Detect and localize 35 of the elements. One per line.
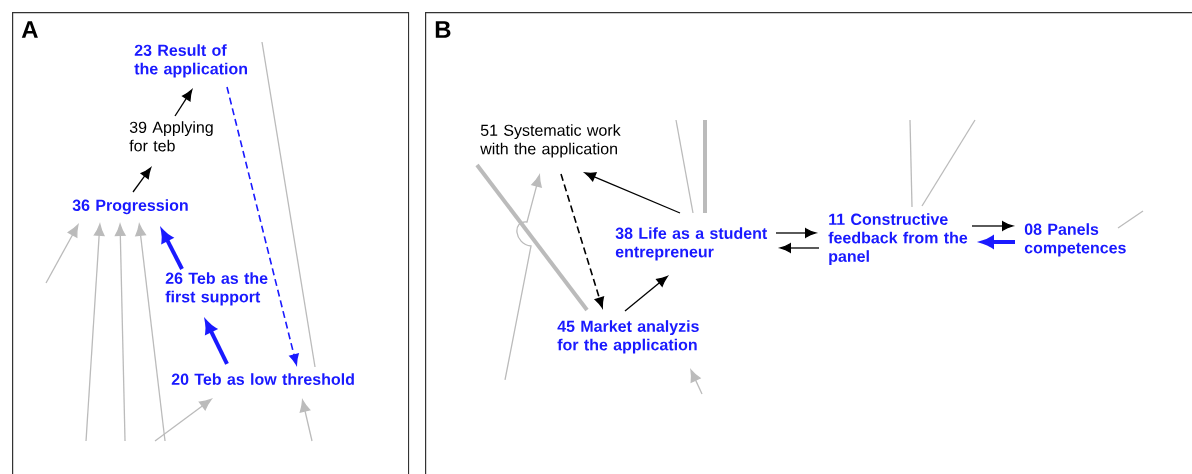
- arrow: [85, 223, 105, 442]
- connector-line: [703, 120, 707, 213]
- arrow: [204, 320, 229, 365]
- arrow: [624, 275, 668, 312]
- arrow: [775, 228, 817, 238]
- connector-line: [909, 119, 913, 208]
- arrow: [690, 369, 703, 395]
- arrow: [135, 223, 166, 442]
- node-label: 23 Result of the application: [134, 44, 247, 78]
- node-label: 11 Constructive feedback from the panel: [828, 213, 968, 266]
- connector-line: [675, 119, 694, 214]
- node-label: 08 Panels competences: [1024, 223, 1126, 257]
- arrow: [45, 224, 79, 284]
- arrow: [154, 398, 212, 442]
- node-label: 36 Progression: [72, 199, 188, 215]
- node-label: 45 Market analyzis for the application: [557, 320, 699, 354]
- connector-line: [261, 41, 316, 368]
- node-label: 51 Systematic work with the application: [480, 124, 621, 158]
- connector-line: [1117, 210, 1144, 229]
- node-label: 26 Teb as the first support: [165, 272, 268, 306]
- arrow: [584, 172, 681, 214]
- arrow: [971, 221, 1014, 231]
- arrow: [174, 89, 193, 117]
- arrow: [226, 86, 299, 365]
- arrow: [114, 223, 126, 442]
- arrow: [560, 173, 605, 308]
- connector-line: [921, 119, 976, 207]
- arrow: [779, 243, 820, 253]
- node-label: 39 Applying for teb: [129, 121, 213, 152]
- connector-line: [475, 163, 589, 312]
- arrow: [299, 399, 313, 442]
- node-label: 20 Teb as low threshold: [171, 373, 354, 385]
- node-label: 38 Life as a student entrepreneur: [615, 227, 768, 261]
- arrow: [132, 167, 152, 193]
- arrow: [504, 174, 542, 381]
